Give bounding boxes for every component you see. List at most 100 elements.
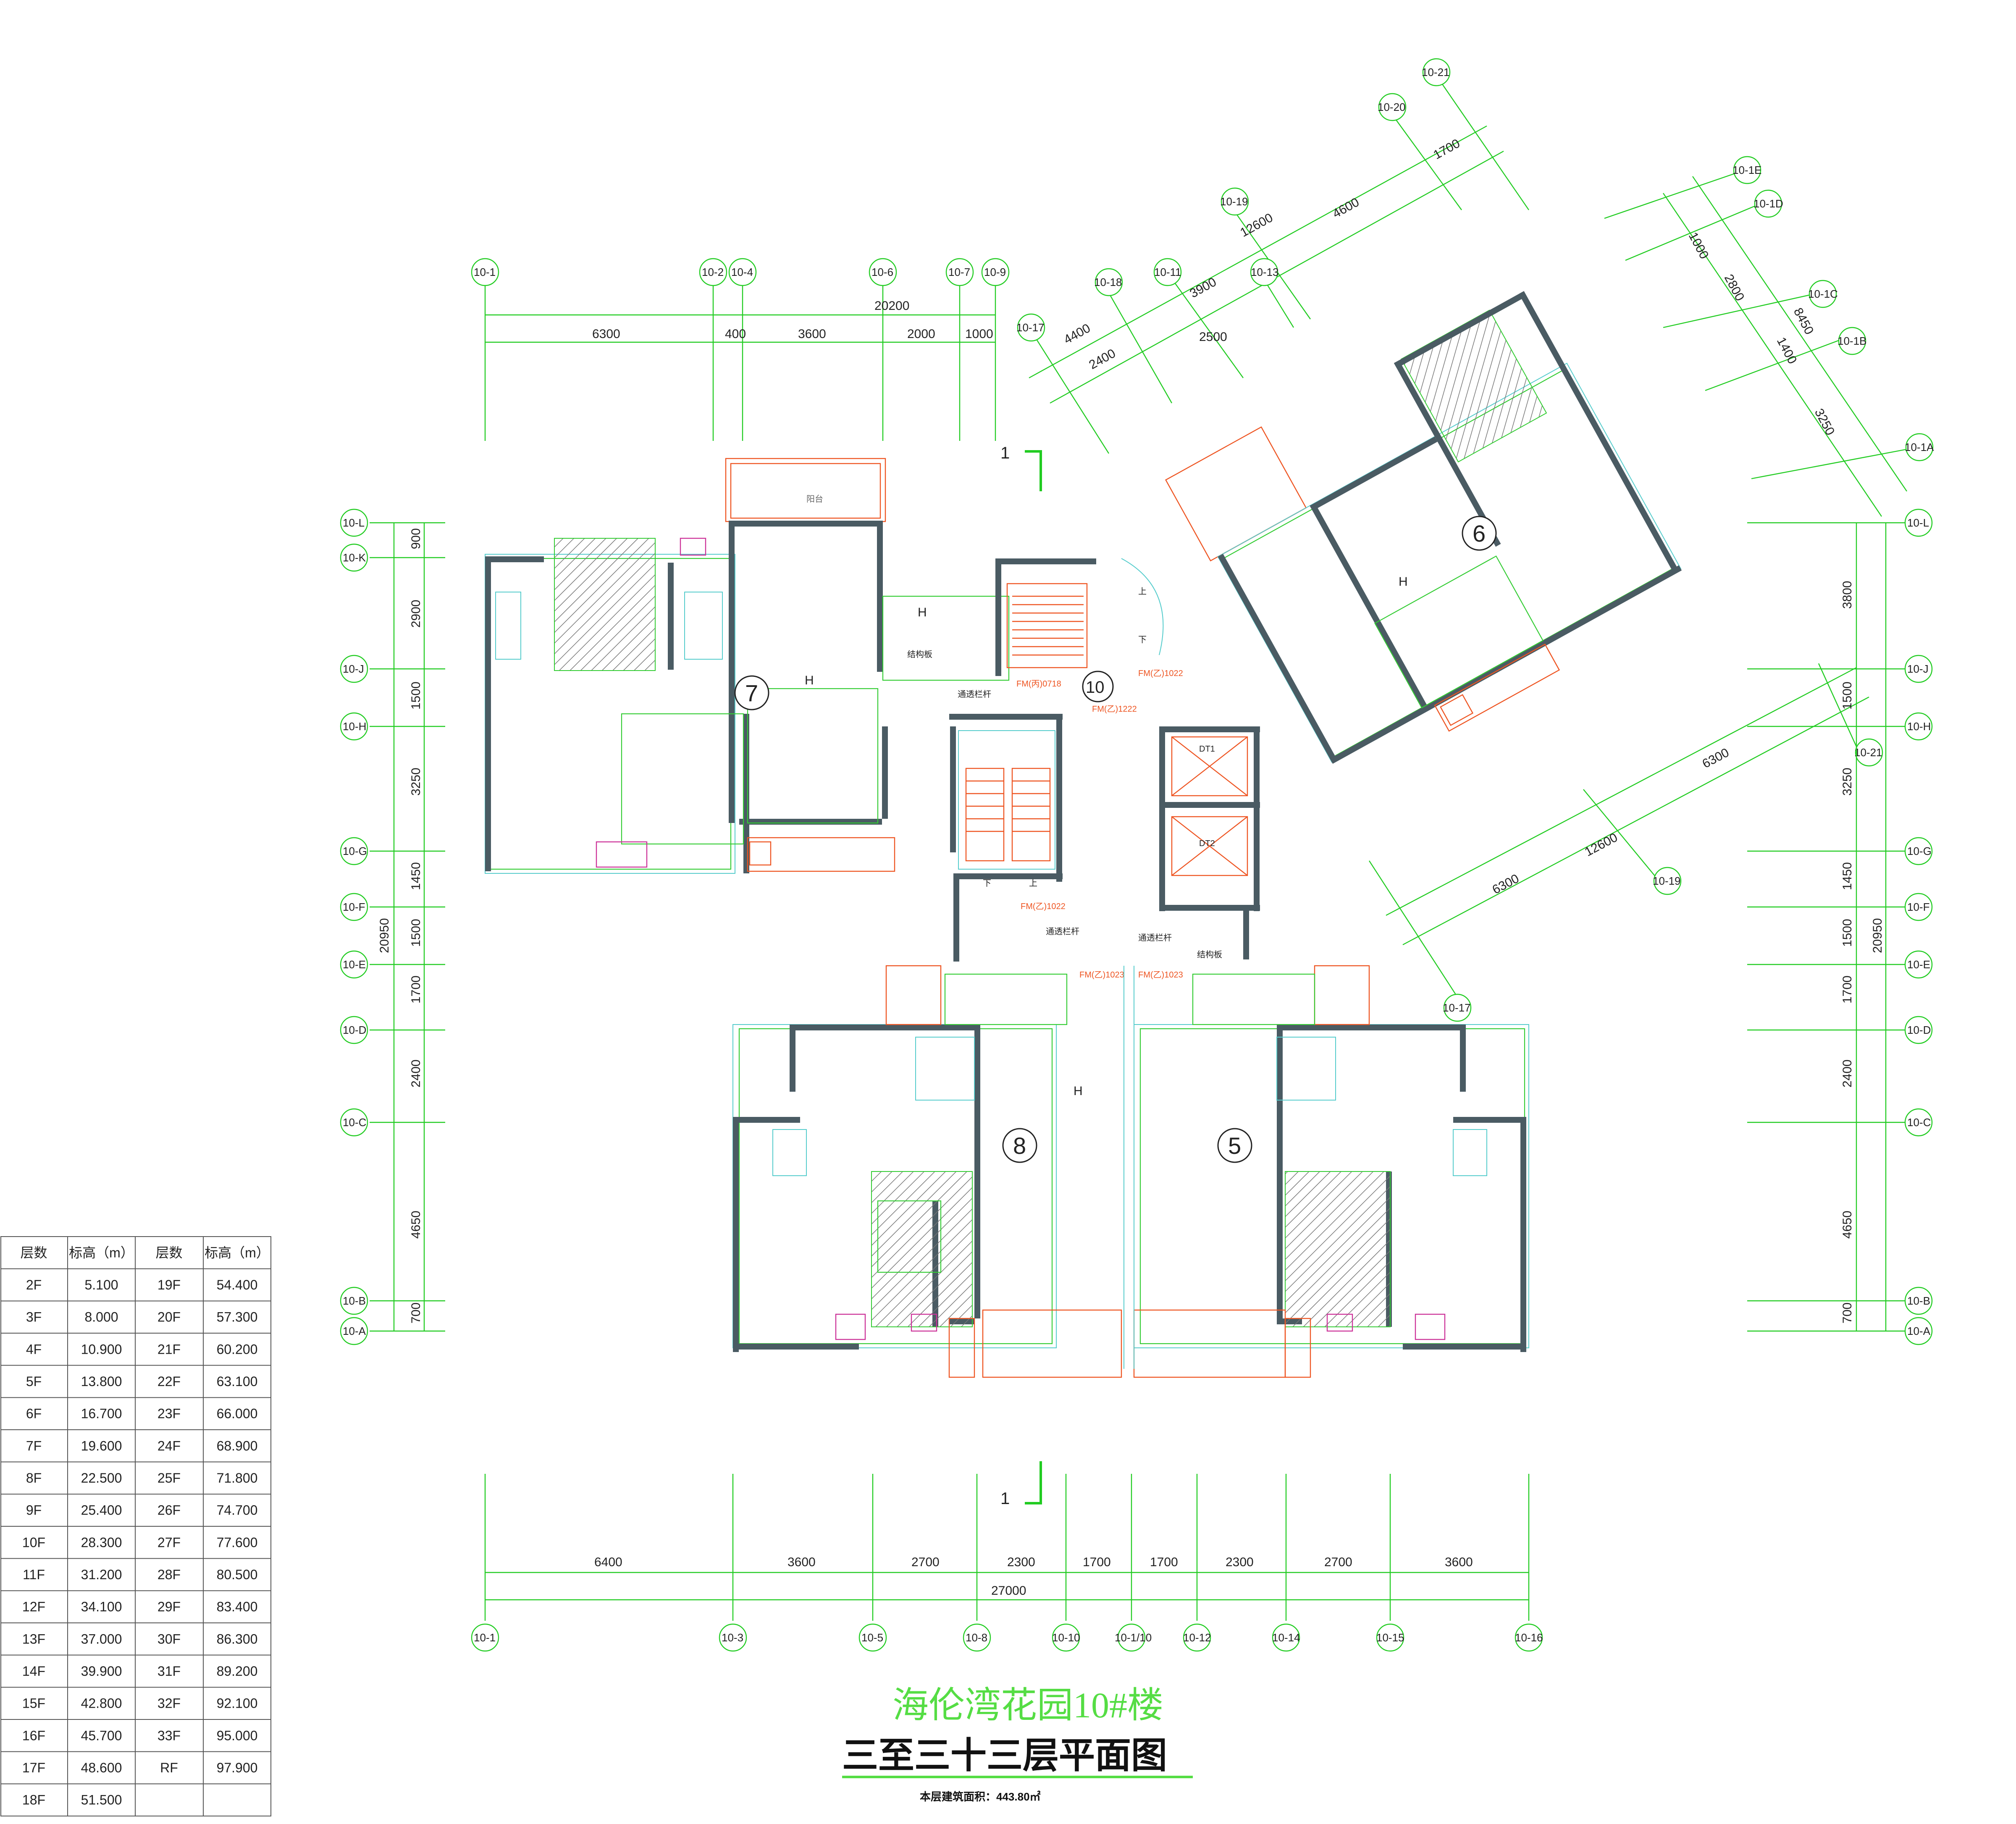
left-axis-3: 10-J — [343, 663, 364, 675]
bottom-axis-4: 10-8 — [966, 1631, 987, 1644]
top-dimension-chain: 20200 6300 400 3600 2000 1000 10-1 10-2 … — [471, 258, 1010, 441]
table-cell: 80.500 — [217, 1567, 258, 1582]
table-cell: 60.200 — [217, 1342, 258, 1357]
table-cell: 83.400 — [217, 1599, 258, 1614]
bottom-axis-8: 10-14 — [1272, 1631, 1300, 1644]
diagonal-dimension-chain-b: 1000 2800 8450 1400 3250 10-1E 10-1D 10-… — [1604, 156, 1934, 517]
table-cell: 27F — [158, 1535, 181, 1550]
table-cell: 18F — [22, 1793, 45, 1808]
bottom-axis-bubbles: 10-1 10-3 10-5 10-8 10-10 10-1/10 10-12 … — [471, 1623, 1543, 1652]
fm-label-4: FM(乙)1222 — [1092, 705, 1137, 714]
right-axis-6: 10-E — [1907, 958, 1930, 971]
top-axis-5: 10-7 — [948, 266, 970, 278]
table-header-cell: 层数 — [155, 1245, 182, 1260]
top-axis-6: 10-9 — [984, 266, 1006, 278]
section-cut-marks: 1 1 — [1000, 444, 1042, 1508]
fm-label-2a: FM(乙)1023 — [1079, 970, 1124, 980]
left-dim-9: 4650 — [409, 1211, 423, 1239]
top-axis-1: 10-1 — [474, 266, 496, 278]
diag-axis-bubbles-c: 10-21 10-19 10-17 — [1443, 738, 1883, 1022]
right-axis-7: 10-D — [1907, 1024, 1931, 1036]
table-cell: 66.000 — [217, 1406, 258, 1421]
left-dim-10: 700 — [409, 1302, 423, 1323]
diag-dim-a-6: 4600 — [1330, 195, 1361, 221]
right-dim-4: 1450 — [1840, 862, 1854, 890]
top-total-dim: 20200 — [874, 299, 909, 313]
table-cell: 13.800 — [81, 1374, 122, 1389]
unit-7-plan: 阳台 — [485, 458, 895, 874]
diag-axis-a-2: 10-18 — [1094, 276, 1122, 288]
fm-label-3: FM(丙)0718 — [1016, 679, 1061, 689]
struct-board-label-2: 结构板 — [1197, 950, 1222, 959]
table-cell: 54.400 — [217, 1277, 258, 1292]
table-header-cell: 标高（m） — [205, 1245, 270, 1260]
bottom-axis-2: 10-3 — [722, 1631, 743, 1644]
diag-dim-b-3: 8450 — [1791, 306, 1816, 337]
bottom-axis-7: 10-12 — [1183, 1631, 1211, 1644]
table-cell: 92.100 — [217, 1696, 258, 1711]
left-axis-2: 10-K — [343, 551, 366, 564]
left-dim-2: 2900 — [409, 600, 423, 628]
right-axis-bubbles: 10-L 10-J 10-H 10-G 10-F 10-E 10-D 10-C … — [1904, 508, 1933, 1345]
lower-stair-up-label: 上 — [1029, 878, 1037, 888]
top-axis-3: 10-4 — [731, 266, 753, 278]
diag-dim-a-5: 12600 — [1238, 211, 1275, 240]
table-cell: 95.000 — [217, 1728, 258, 1743]
right-total-dim: 20950 — [1871, 918, 1885, 953]
table-cell: 28F — [158, 1567, 181, 1582]
table-cell: 86.300 — [217, 1631, 258, 1646]
section-cut-bottom-label: 1 — [1000, 1489, 1010, 1508]
table-cell: 19.600 — [81, 1438, 122, 1453]
lower-stair-down-label: 下 — [983, 879, 991, 888]
diag-dim-b-2: 2800 — [1722, 272, 1747, 303]
right-axis-8: 10-C — [1907, 1116, 1931, 1129]
diag-axis-b-1: 10-1E — [1732, 164, 1761, 176]
diag-axis-a-1: 10-17 — [1016, 321, 1045, 334]
h-mark-core: H — [918, 605, 927, 619]
right-dim-7: 2400 — [1840, 1059, 1854, 1088]
table-cell: 12F — [22, 1599, 45, 1614]
floor-area-label: 本层建筑面积：443.80㎡ — [920, 1790, 1041, 1803]
diag-axis-b-5: 10-1A — [1905, 441, 1934, 453]
unit-number-5: 5 — [1228, 1132, 1241, 1159]
diag-dim-a-7: 1700 — [1431, 136, 1462, 162]
table-cell: 24F — [158, 1438, 181, 1453]
table-cell: 34.100 — [81, 1599, 122, 1614]
upper-stair: 上 下 — [1006, 558, 1164, 668]
table-header-cell: 标高（m） — [69, 1245, 134, 1260]
diag-axis-bubbles-a: 10-17 10-18 10-11 10-13 10-19 10-20 10-2… — [1016, 58, 1451, 342]
table-cell: 2F — [26, 1277, 42, 1292]
table-cell: 26F — [158, 1503, 181, 1518]
right-axis-9: 10-B — [1907, 1295, 1930, 1307]
table-cell: 31F — [158, 1664, 181, 1679]
table-cell: 7F — [26, 1438, 42, 1453]
diag-axis-a-6: 10-20 — [1378, 101, 1406, 113]
plan-title: 三至三十三层平面图 — [842, 1735, 1167, 1777]
h-mark-unit-6: H — [1399, 575, 1408, 589]
bottom-dim-6: 1700 — [1150, 1555, 1178, 1569]
bottom-dimension-chain: 6400 3600 2700 2300 1700 1700 2300 2700 … — [471, 1474, 1543, 1652]
project-title: 海伦湾花园10#楼 — [892, 1685, 1163, 1725]
table-cell: 32F — [158, 1696, 181, 1711]
rail-label-2: 通透栏杆 — [1046, 927, 1079, 936]
fm-label-1a: FM(乙)1022 — [1138, 669, 1183, 678]
bottom-dim-1: 6400 — [594, 1555, 622, 1569]
table-cell: 22.500 — [81, 1470, 122, 1486]
table-cell: 25F — [158, 1470, 181, 1486]
right-axis-5: 10-F — [1907, 901, 1929, 913]
unit-number-8: 8 — [1013, 1132, 1026, 1159]
table-cell: 37.000 — [81, 1631, 122, 1646]
top-dim-4: 2000 — [907, 327, 935, 341]
diag-axis-c-2: 10-19 — [1653, 875, 1681, 887]
table-cell: 10.900 — [81, 1342, 122, 1357]
table-cell: 20F — [158, 1310, 181, 1325]
diag-axis-c-3: 10-17 — [1443, 1001, 1471, 1014]
diag-axis-b-4: 10-1B — [1838, 335, 1866, 347]
section-cut-top-label: 1 — [1000, 444, 1010, 462]
left-axis-1: 10-L — [343, 516, 365, 529]
rail-label-3: 通透栏杆 — [1138, 933, 1172, 943]
table-cell: 14F — [22, 1664, 45, 1679]
unit-5-plan — [1124, 965, 1529, 1378]
table-cell: 30F — [158, 1631, 181, 1646]
